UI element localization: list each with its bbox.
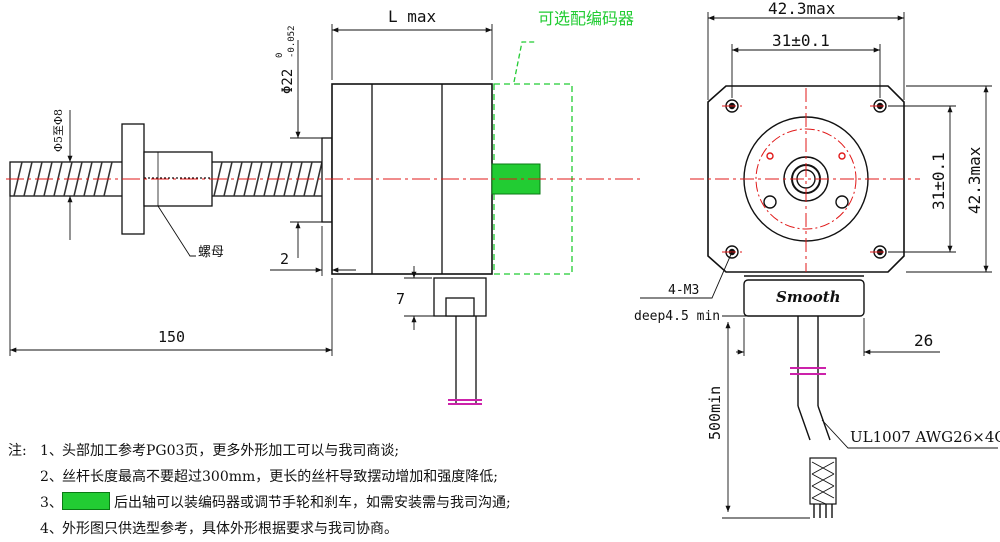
green-swatch: [62, 492, 110, 510]
dim-2-label: 2: [280, 250, 289, 268]
hole-label: 4-M3: [668, 283, 699, 298]
svg-text:Φ22: Φ22: [280, 69, 296, 94]
dim-42-top-label: 42.3max: [768, 0, 836, 18]
side-view: [9, 83, 493, 405]
notes-block: 注: 1、 头部加工参考PG03页，更多外形加工可以与我司商谈; 2、 丝杆长度…: [0, 438, 640, 542]
brand-logo: Smooth: [776, 288, 841, 306]
svg-text:42.3max: 42.3max: [965, 146, 984, 214]
encoder-label: 可选配编码器: [538, 9, 634, 28]
thread-dia-label: Φ5至Φ8: [52, 109, 65, 152]
svg-text:31±0.1: 31±0.1: [929, 152, 948, 210]
note-1: 注: 1、 头部加工参考PG03页，更多外形加工可以与我司商谈;: [0, 438, 640, 464]
side-dimensions: [9, 24, 493, 356]
front-connector: [743, 279, 865, 317]
dim-7-label: 7: [396, 290, 405, 308]
nut-label: 螺母: [198, 245, 224, 260]
hole-depth-label: deep4.5 min: [634, 309, 720, 324]
svg-text:500min: 500min: [706, 386, 724, 440]
cable-spec-label: UL1007 AWG26×4C: [850, 428, 1000, 446]
dim-26-label: 26: [914, 331, 933, 350]
dim-42-right-label: 42.3max: [965, 146, 984, 214]
note-2: 2、 丝杆长度最高不要超过300mm，更长的丝杆导致摆动增加和强度降低;: [40, 469, 498, 485]
front-flange: [707, 85, 905, 273]
note-3: 3、 后出轴可以装编码器或调节手轮和刹车，如需安装需与我司沟通;: [0, 490, 640, 516]
svg-text:-0.052: -0.052: [287, 25, 297, 58]
svg-text:0: 0: [275, 53, 285, 58]
dim-31-top-label: 31±0.1: [772, 31, 830, 50]
dim-150-label: 150: [158, 328, 185, 346]
notes-prefix: 注:: [8, 443, 27, 459]
shaft-dia-label: Φ22 0 -0.052: [275, 25, 297, 94]
l-max-label: L max: [388, 7, 437, 26]
svg-text:Φ5至Φ8: Φ5至Φ8: [52, 109, 65, 152]
encoder-option: 可选配编码器: [491, 9, 634, 275]
cable-length-label: 500min: [706, 386, 724, 440]
dim-31-right-label: 31±0.1: [929, 152, 948, 210]
front-dimensions: [640, 12, 998, 519]
note-4: 4、 外形图只供选型参考，具体外形根据要求与我司协商。: [40, 521, 398, 537]
